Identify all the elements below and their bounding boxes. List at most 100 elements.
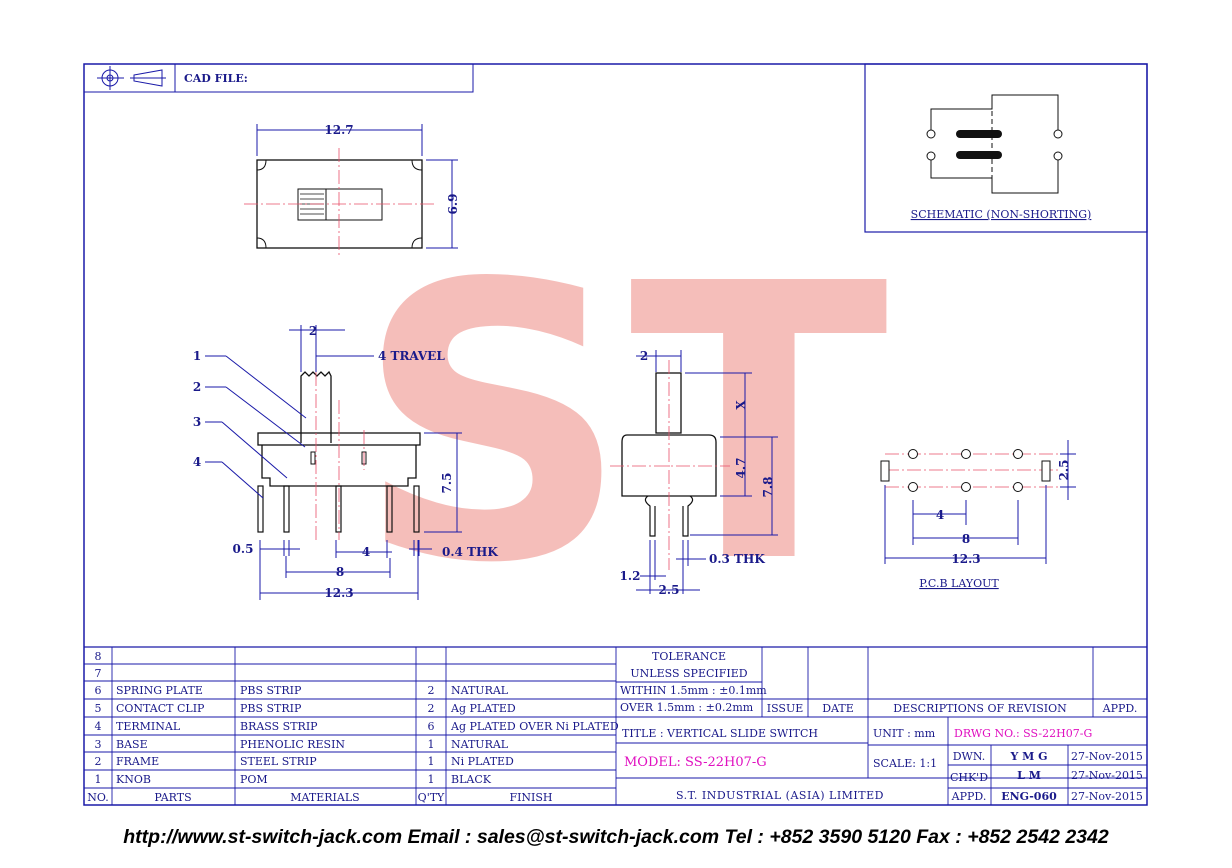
pcb-b-dim: 8 [962,532,970,546]
row-no: 4 [95,720,102,733]
row-part: BASE [116,738,148,751]
side-x-dim: X [734,400,748,410]
row-part: KNOB [116,773,151,786]
company-name: S.T. INDUSTRIAL (ASIA) LIMITED [676,789,884,802]
dwn-value: Y M G [1009,750,1047,763]
drawing-number: DRWG NO.: SS-22H07-G [954,727,1092,740]
rev-date: DATE [822,702,854,715]
header-qty: Q'TY [418,791,445,804]
row-finish: NATURAL [451,684,509,697]
model-number: MODEL: SS-22H07-G [624,755,767,770]
overall-width-dim: 12.3 [324,586,353,600]
title-block [84,646,1147,805]
row-qty: 6 [428,720,435,733]
row-part: SPRING PLATE [116,684,203,697]
schematic-label: SCHEMATIC (NON-SHORTING) [911,208,1092,221]
tolerance-line1: TOLERANCE [652,650,726,663]
row-part: FRAME [116,755,159,768]
parts-table: 8 7 6 SPRING PLATE PBS STRIP 2 NATURAL 5… [87,650,619,804]
row-no: 2 [95,755,102,768]
unit-field: UNIT : mm [873,727,936,740]
side-w2-dim: 2.5 [659,583,680,597]
side-w1-dim: 1.2 [620,569,641,583]
row-finish: Ni PLATED [451,755,514,768]
knob-width-dim: 2 [309,324,317,338]
tolerance-block: TOLERANCE UNLESS SPECIFIED WITHIN 1.5mm … [620,650,1137,715]
row-finish: BLACK [451,773,492,786]
row-material: PHENOLIC RESIN [240,738,345,751]
travel-dim: 4 TRAVEL [378,349,445,363]
row-finish: NATURAL [451,738,509,751]
header-finish: FINISH [509,791,552,804]
row-qty: 1 [428,738,435,751]
header-materials: MATERIALS [290,791,359,804]
pin-spacing-b-dim: 8 [336,565,344,579]
tolerance-within: WITHIN 1.5mm : ±0.1mm [620,684,767,697]
callout-2: 2 [193,380,201,394]
pin-spacing-a-dim: 4 [362,545,370,559]
drawing-title: TITLE : VERTICAL SLIDE SWITCH [622,727,818,740]
pcb-layout: 2.5 4 8 12.3 P.C.B LAYOUT [880,440,1076,590]
pin-width-dim: 0.5 [233,542,254,556]
rev-issue: ISSUE [767,702,804,715]
row-no: 1 [95,773,102,786]
rev-appd: APPD. [1102,702,1138,715]
callout-4: 4 [193,455,201,469]
row-qty: 2 [428,702,435,715]
row-qty: 2 [428,684,435,697]
st-watermark-text: ST [356,203,891,646]
row-no: 5 [95,702,102,715]
row-material: PBS STRIP [240,684,302,697]
cad-file-label: CAD FILE: [184,72,248,85]
appd-value: ENG-060 [1001,790,1057,803]
pcb-c-dim: 12.3 [951,552,980,566]
pcb-a-dim: 4 [936,508,944,522]
row-finish: Ag PLATED OVER Ni PLATED [450,720,619,733]
st-watermark: ST [356,203,891,646]
top-view: 12.7 6.9 [244,123,460,258]
front-view: 1 2 3 4 2 4 TRAVEL 7.5 0.5 4 0.4 THK 8 1… [193,324,498,600]
chk-label: CHK'D [950,771,988,784]
callout-3: 3 [193,415,201,429]
pcb-label: P.C.B LAYOUT [919,577,999,590]
side-knob-dim: 2 [640,349,648,363]
row-material: PBS STRIP [240,702,302,715]
row-material: STEEL STRIP [240,755,317,768]
row-finish: Ag PLATED [450,702,516,715]
drawing-frame [83,63,1148,806]
row-part: TERMINAL [116,720,181,733]
dwn-date: 27-Nov-2015 [1071,750,1143,763]
header-parts: PARTS [154,791,191,804]
appd-date: 27-Nov-2015 [1071,790,1143,803]
row-qty: 1 [428,755,435,768]
header-no: NO. [87,791,109,804]
row-material: POM [240,773,268,786]
contact-footer: http://www.st-switch-jack.com Email : sa… [123,826,1109,848]
front-height-dim: 7.5 [440,473,454,494]
top-width-dim: 12.7 [324,123,353,137]
pin-thk-dim: 0.4 THK [442,545,498,559]
chk-value: L M [1017,769,1041,782]
pcb-pitch-dim: 2.5 [1057,460,1071,481]
side-h2-dim: 7.8 [761,477,775,498]
side-h1-dim: 4.7 [734,458,748,479]
title-fields: TITLE : VERTICAL SLIDE SWITCH UNIT : mm … [622,727,1143,803]
side-thk-dim: 0.3 THK [709,552,765,566]
callout-1: 1 [193,349,201,363]
chk-date: 27-Nov-2015 [1071,769,1143,782]
appd-label: APPD. [951,790,987,803]
dwn-label: DWN. [953,750,986,763]
tolerance-over: OVER 1.5mm : ±0.2mm [620,701,754,714]
row-no: 7 [95,667,102,680]
side-view: 2 X 4.7 7.8 0.3 THK 1.2 2.5 [610,349,778,597]
row-part: CONTACT CLIP [116,702,205,715]
row-material: BRASS STRIP [240,720,318,733]
schematic: SCHEMATIC (NON-SHORTING) [864,63,1148,233]
row-no: 3 [95,738,102,751]
tolerance-line2: UNLESS SPECIFIED [630,667,747,680]
top-height-dim: 6.9 [446,194,460,215]
row-no: 6 [95,684,102,697]
rev-desc: DESCRIPTIONS OF REVISION [893,702,1067,715]
cad-file-box: CAD FILE: [83,63,474,93]
